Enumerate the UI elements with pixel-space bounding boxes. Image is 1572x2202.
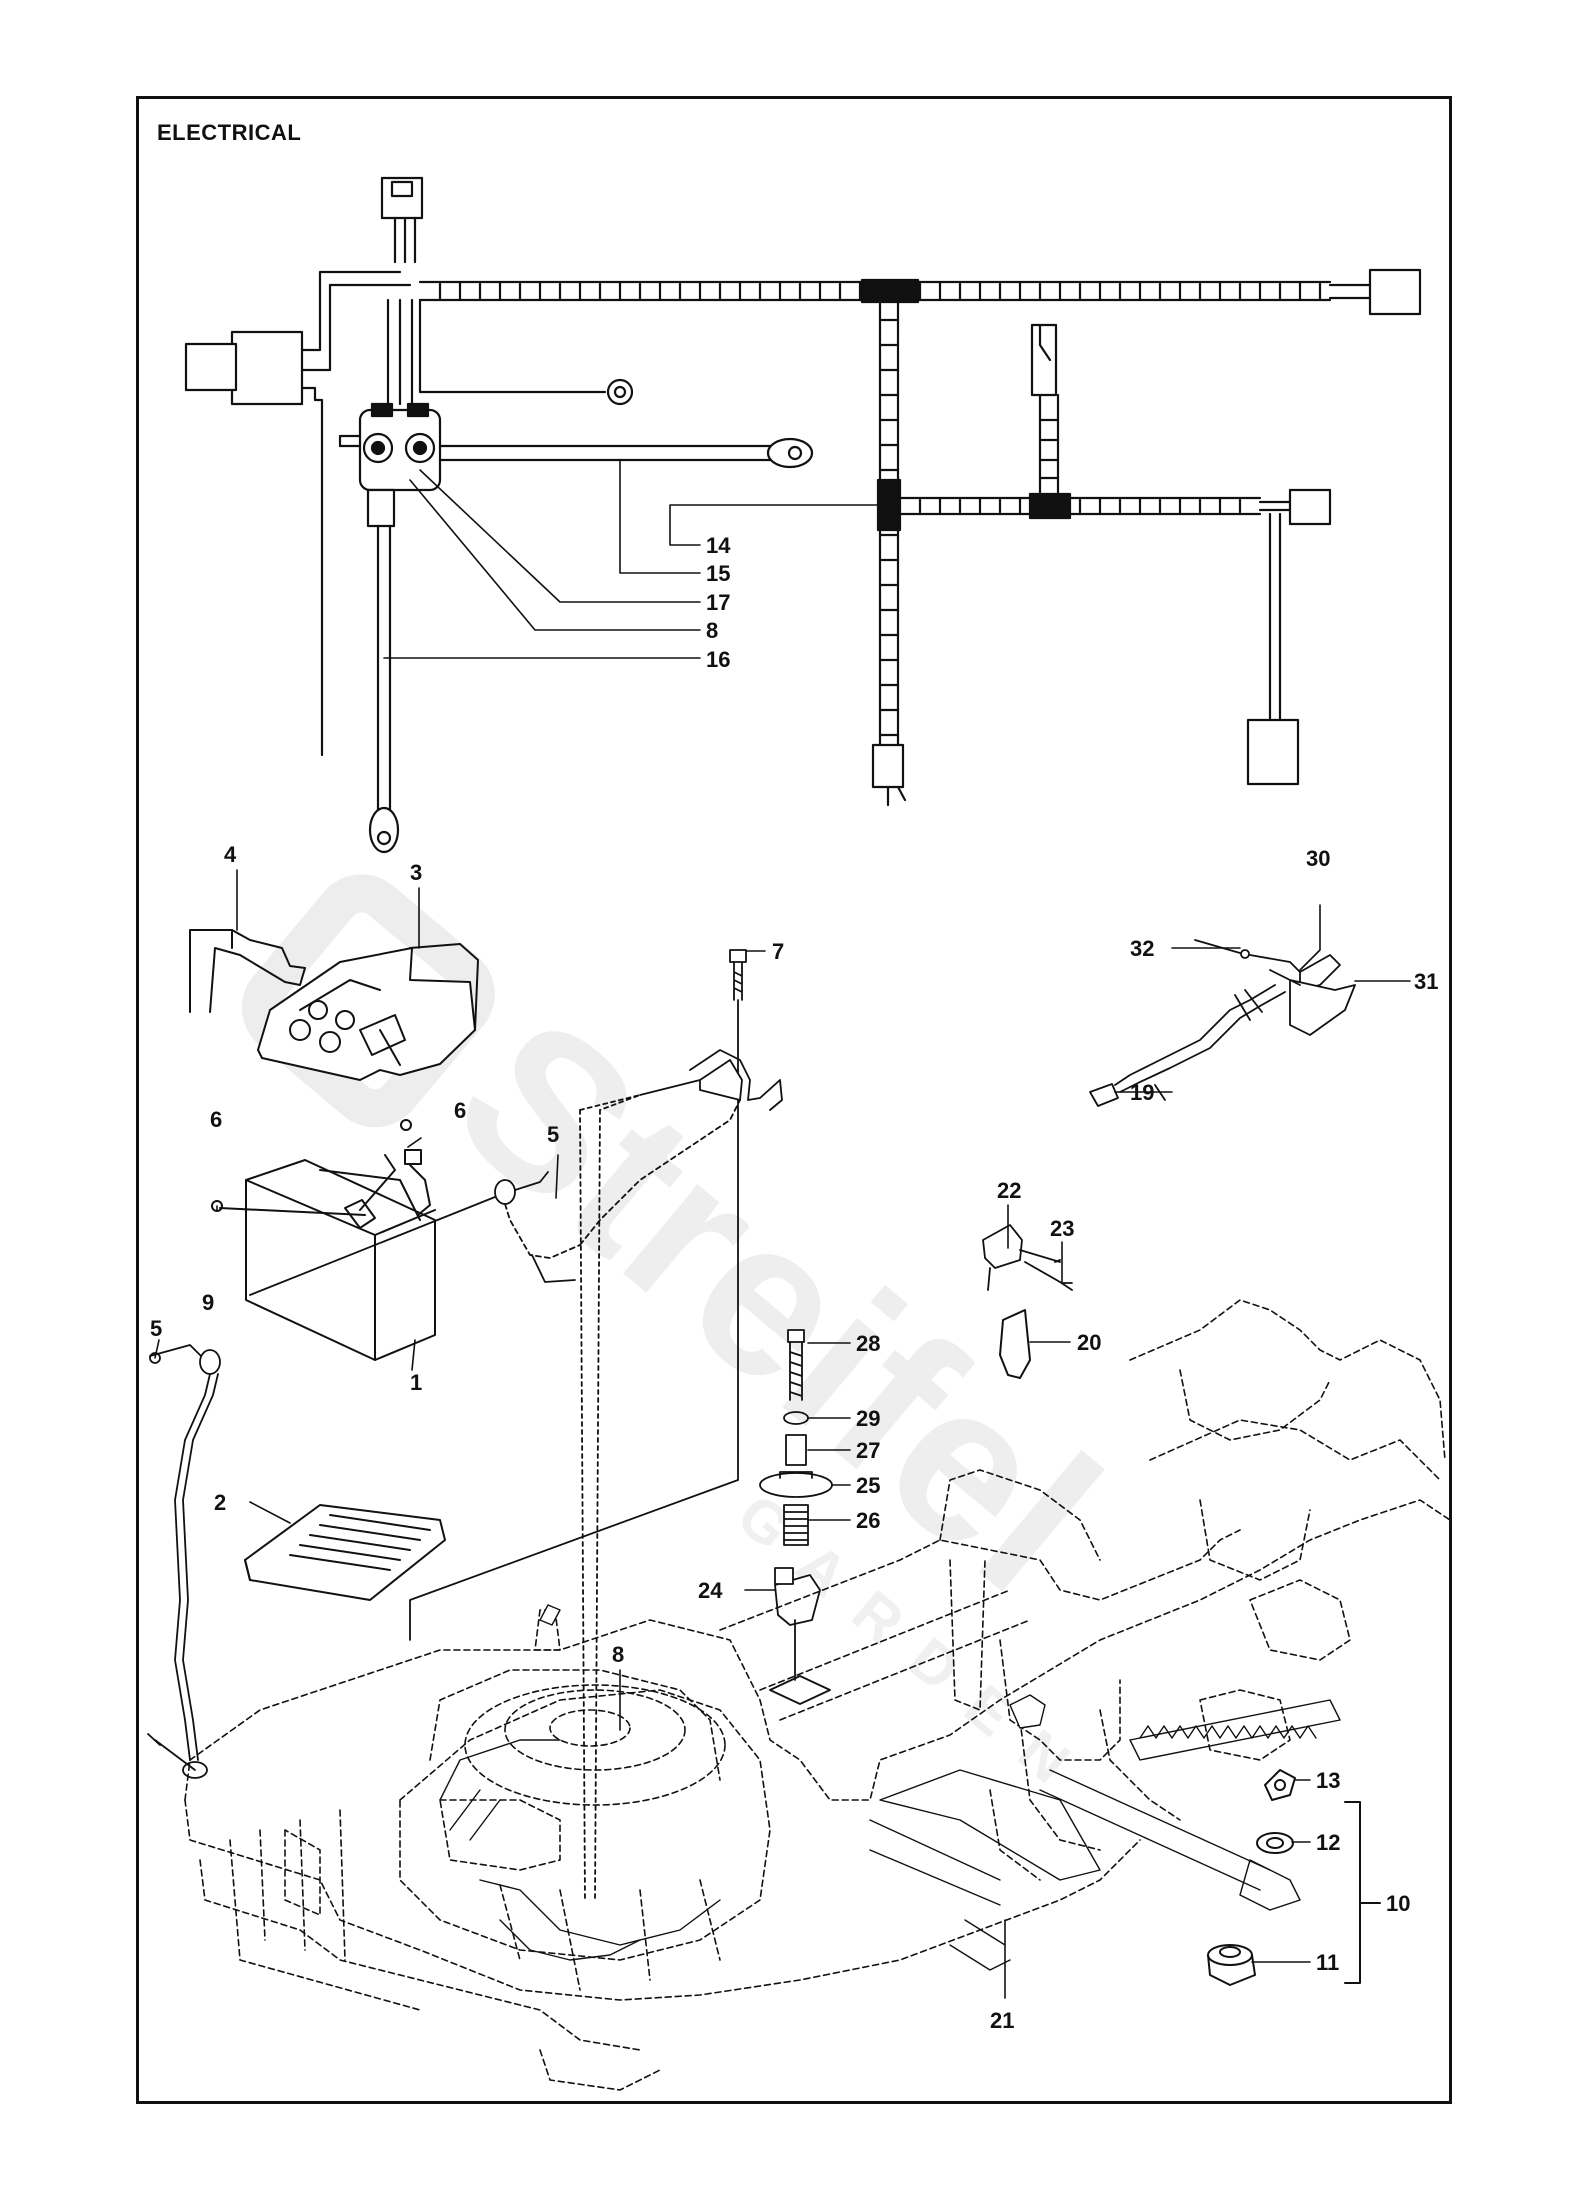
callout-11: 11	[1316, 1950, 1339, 1975]
callout-20: 20	[1077, 1330, 1101, 1355]
harness-leaders	[383, 459, 879, 659]
callout-23: 23	[1050, 1216, 1074, 1241]
callout-19: 19	[1130, 1080, 1154, 1105]
callout-4: 4	[224, 842, 237, 867]
callout-29: 29	[856, 1406, 880, 1431]
battery-cables	[147, 1099, 741, 1779]
clip	[999, 1309, 1031, 1379]
callout-16: 16	[706, 647, 730, 672]
callout-28: 28	[856, 1331, 880, 1356]
operator-manual	[244, 1504, 446, 1601]
callout-1: 1	[410, 1370, 422, 1395]
callout-5a: 5	[547, 1122, 559, 1147]
callout-32: 32	[1130, 936, 1154, 961]
callout-26: 26	[856, 1508, 880, 1533]
battery-cover	[257, 943, 479, 1081]
callout-10: 10	[1386, 1891, 1410, 1916]
callout-15: 15	[706, 561, 730, 586]
harness-end-connector	[1368, 268, 1422, 316]
callout-8b: 8	[612, 1642, 624, 1667]
lower-leaders	[154, 869, 1411, 1999]
callout-25: 25	[856, 1473, 880, 1498]
fuse-holder-assembly	[1207, 1769, 1381, 1986]
callout-8: 8	[706, 618, 718, 643]
chassis-solid	[439, 1604, 1341, 1971]
harness-top-connector	[380, 176, 424, 220]
diagram-title: ELECTRICAL	[157, 120, 302, 145]
switch-stack	[759, 1329, 833, 1705]
callout-27: 27	[856, 1438, 880, 1463]
callout-31: 31	[1414, 969, 1438, 994]
callout-22: 22	[997, 1178, 1021, 1203]
callout-9: 9	[202, 1290, 214, 1315]
callout-30: 30	[1306, 846, 1330, 871]
callout-6b: 6	[454, 1098, 466, 1123]
callout-labels: 14 15 17 8 16 4 3 7 30 32 31 19 6 6 5 5 …	[150, 533, 1438, 2033]
callout-21: 21	[990, 2008, 1014, 2033]
callout-5b: 5	[150, 1316, 162, 1341]
callout-13: 13	[1316, 1768, 1340, 1793]
relay-icon	[230, 330, 304, 406]
ignition-lead	[409, 949, 783, 1901]
seat-switch-assembly	[1089, 939, 1356, 1107]
callout-17: 17	[706, 590, 730, 615]
callout-12: 12	[1316, 1830, 1340, 1855]
callout-14: 14	[706, 533, 731, 558]
battery-bracket	[189, 929, 306, 1013]
callout-24: 24	[698, 1578, 723, 1603]
callout-3: 3	[410, 860, 422, 885]
callout-7: 7	[772, 939, 784, 964]
wiring-harness	[184, 176, 1422, 854]
callout-2: 2	[214, 1490, 226, 1515]
battery	[211, 1119, 436, 1361]
safety-switch	[982, 1224, 1073, 1291]
chassis-and-engine	[184, 1299, 1451, 2091]
diagram-frame	[136, 96, 1452, 2104]
harness-sleeve-top	[438, 280, 1322, 302]
callout-6a: 6	[210, 1107, 222, 1132]
